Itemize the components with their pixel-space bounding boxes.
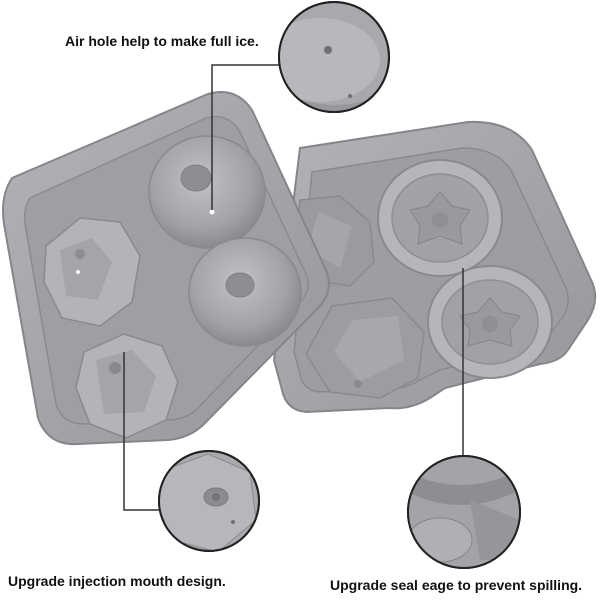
diamond-cavity-left xyxy=(43,217,141,327)
caption-air-hole: Air hole help to make full ice. xyxy=(65,33,259,49)
caption-injection-mouth: Upgrade injection mouth design. xyxy=(8,573,226,589)
donut-cavity-bottom xyxy=(188,237,302,347)
leader-lines xyxy=(123,64,464,511)
donut-cavity-top xyxy=(148,135,266,249)
caption-seal-edge: Upgrade seal eage to prevent spilling. xyxy=(330,577,583,593)
diamond-cavity-lower xyxy=(305,297,425,399)
zoom-circle-air-hole xyxy=(278,1,390,113)
leader-air-hole xyxy=(211,64,282,210)
donut-tray xyxy=(2,91,330,446)
rose-tray xyxy=(272,120,597,414)
leader-injection xyxy=(123,352,160,511)
diamond-cavity-bottom xyxy=(75,333,179,439)
rose-cavity-top xyxy=(377,159,503,277)
rose-cavity-bottom xyxy=(427,265,553,379)
zoom-circle-injection xyxy=(158,450,260,552)
zoom-circle-seal xyxy=(407,455,521,569)
